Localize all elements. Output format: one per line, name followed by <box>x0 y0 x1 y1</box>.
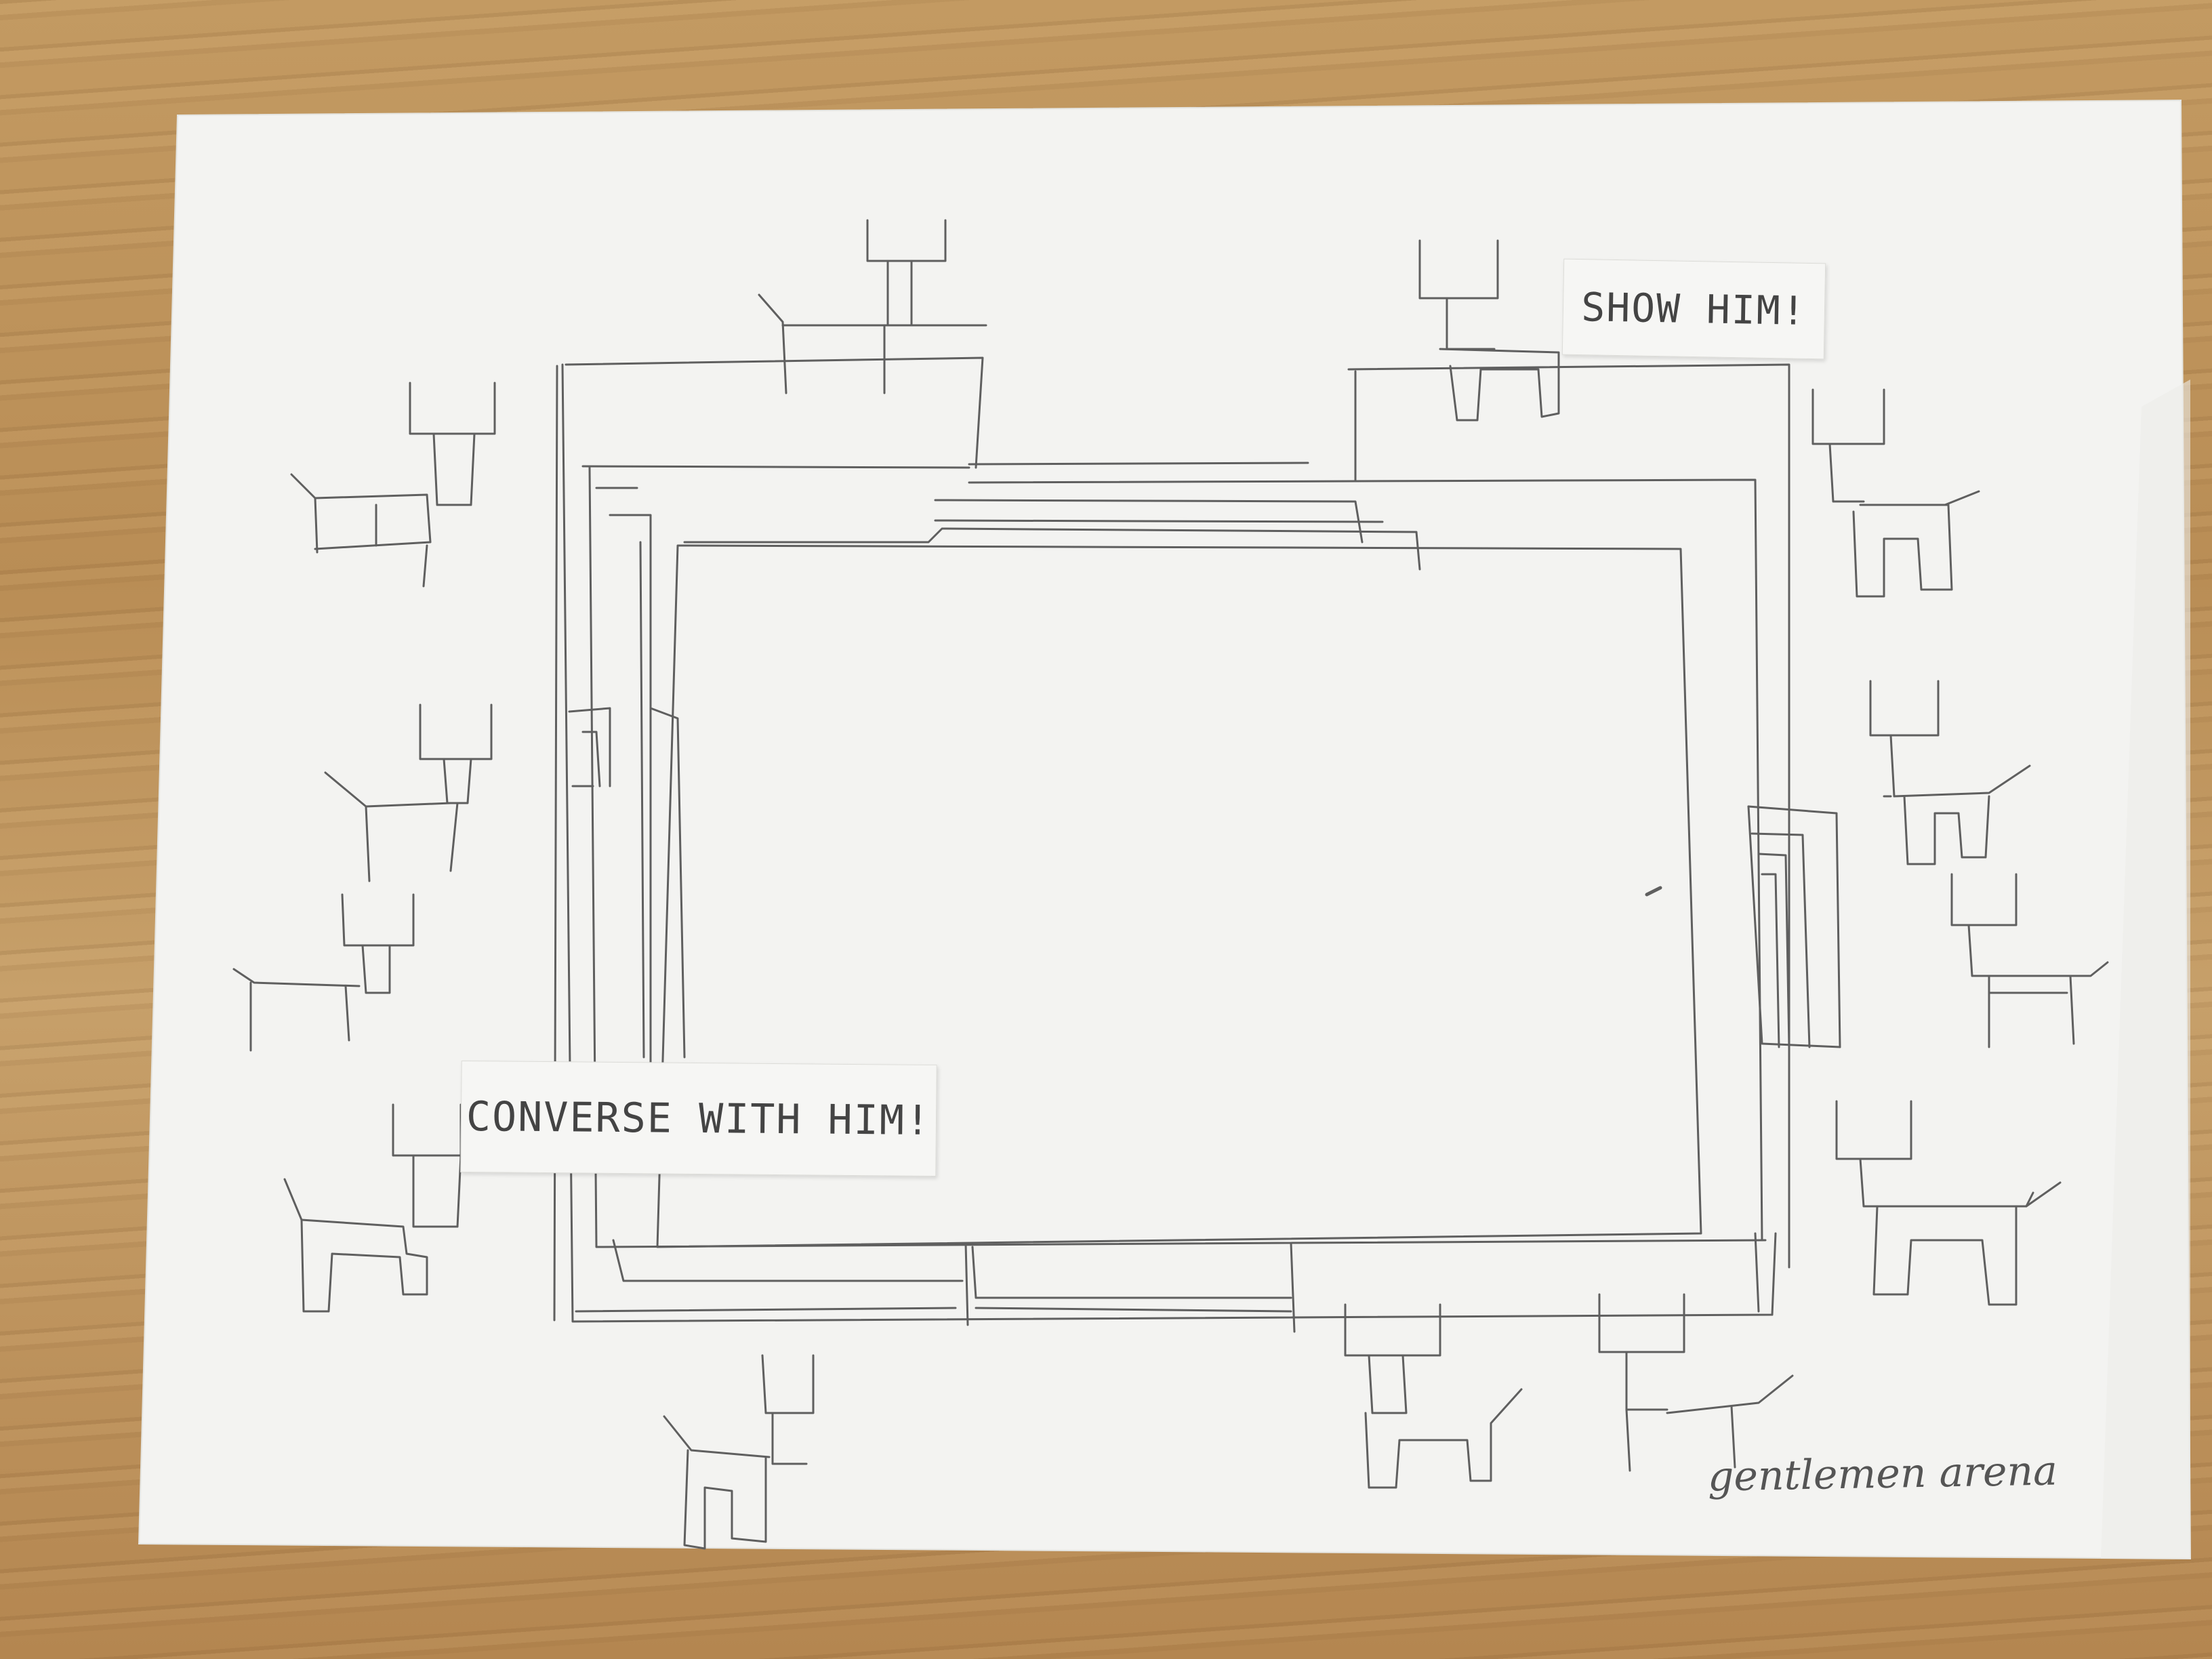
paper-sheet <box>139 100 2190 1559</box>
note-show-him: SHOW HIM! <box>1562 259 1826 360</box>
signature-text: gentlemen arena <box>1707 1448 2057 1501</box>
note-converse-with-him: CONVERSE WITH HIM! <box>460 1061 937 1176</box>
